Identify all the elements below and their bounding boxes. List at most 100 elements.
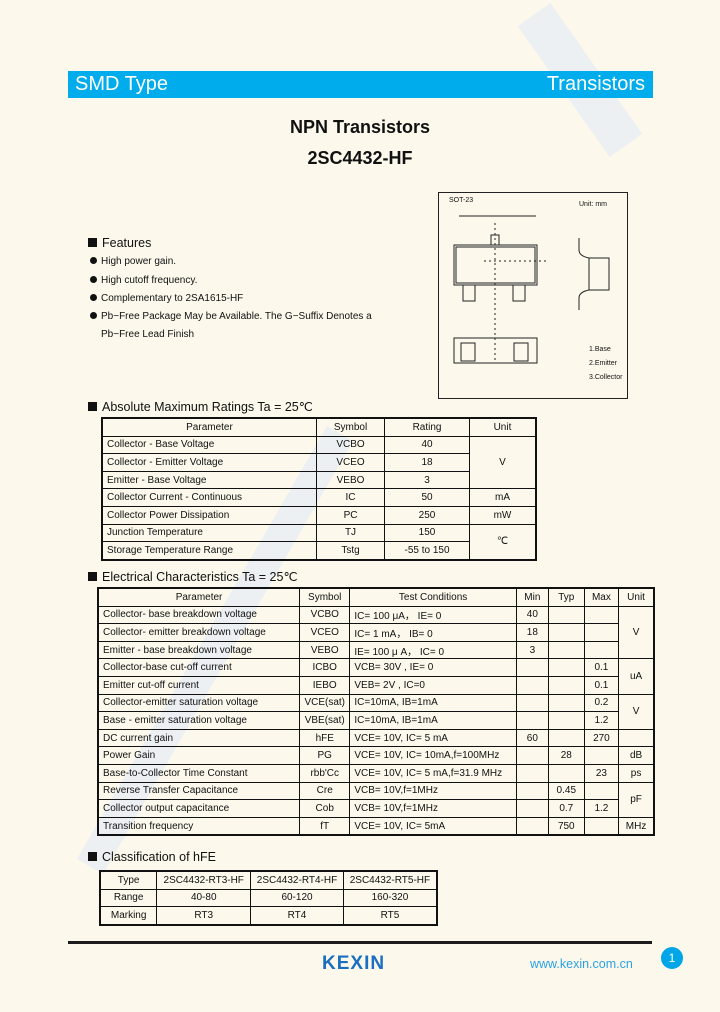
table-cell [583,623,620,642]
table-cell [515,763,549,783]
table-cell [583,781,620,801]
table-cell [547,711,585,730]
table-cell: Parameter [101,417,317,437]
table-cell [583,640,620,660]
table-cell: 150 [384,523,470,543]
table-cell: 60-120 [250,888,344,908]
table-cell: 1.2 [583,799,620,818]
table-cell: 2SC4432-RT4-HF [250,870,344,890]
table-cell: VCEO [299,623,351,642]
table-cell: 2SC4432-RT5-HF [342,870,438,890]
table-cell: RT5 [342,906,438,926]
table-cell: IEBO [299,675,351,695]
table-cell: Symbol [315,417,386,437]
table-cell: 40 [515,605,549,625]
table-cell: Base-to-Collector Time Constant [97,763,301,783]
header-banner: SMD Type Transistors [68,71,653,98]
table-cell: VBE(sat) [299,711,351,730]
elec-heading: Electrical Characteristics Ta = 25℃ [88,569,297,584]
table-cell: Emitter - base breakdown voltage [97,640,301,660]
table-cell: VEB= 2V , IC=0 [349,675,517,695]
table-cell [583,746,620,765]
table-cell: Rating [384,417,470,437]
table-cell: VEBO [315,470,386,490]
table-cell [515,746,549,765]
table-cell: 18 [515,623,549,642]
table-cell [515,781,549,801]
table-cell: 160-320 [342,888,438,908]
table-cell [515,693,549,713]
table-cell: Collector-base cut-off current [97,658,301,677]
table-cell: Parameter [97,587,301,607]
table-cell: TJ [315,523,386,543]
website-link[interactable]: www.kexin.com.cn [530,957,633,971]
table-cell: IC=10mA, IB=1mA [349,693,517,713]
table-cell: Test Conditions [349,587,517,607]
table-cell: Collector Power Dissipation [101,505,317,525]
table-cell: IE= 100 μ A， IC= 0 [349,640,517,660]
table-cell: 1.2 [583,711,620,730]
table-cell [618,728,655,748]
table-cell: Emitter cut-off current [97,675,301,695]
table-cell: Type [99,870,158,890]
pin-label: 1.Base [589,346,611,353]
table-cell: uA [618,658,655,695]
table-cell: dB [618,746,655,765]
table-cell: VCB= 30V , IE= 0 [349,658,517,677]
table-cell [547,658,585,677]
feature-item: Complementary to 2SA1615-HF [90,293,243,304]
table-cell [583,605,620,625]
table-cell [547,763,585,783]
table-cell: Junction Temperature [101,523,317,543]
footer-divider [68,941,652,944]
table-cell: 0.45 [547,781,585,801]
table-cell: MHz [618,816,655,836]
table-cell: 0.1 [583,658,620,677]
table-cell: IC= 1 mA， IB= 0 [349,623,517,642]
table-cell: 60 [515,728,549,748]
table-cell: IC=10mA, IB=1mA [349,711,517,730]
table-cell: ℃ [468,523,537,561]
table-cell: 0.1 [583,675,620,695]
table-cell: 28 [547,746,585,765]
abs-max-heading: Absolute Maximum Ratings Ta = 25℃ [88,399,313,414]
table-cell: Collector- emitter breakdown voltage [97,623,301,642]
table-cell [547,728,585,748]
page-title: NPN Transistors [289,117,431,137]
package-drawing: SOT-23 Unit: mm 1.Base 2.Emitter 3.Colle… [438,192,628,399]
table-cell [515,658,549,677]
table-cell: Reverse Transfer Capacitance [97,781,301,801]
table-cell: VCBO [315,435,386,455]
table-cell: Typ [547,587,585,607]
feature-item: High cutoff frequency. [90,275,197,286]
table-cell: Max [583,587,620,607]
package-unit: Unit: mm [579,201,607,208]
table-cell: V [618,605,655,660]
table-cell: VCEO [315,453,386,472]
table-cell: Emitter - Base Voltage [101,470,317,490]
table-cell: 40 [384,435,470,455]
table-cell: Unit [618,587,655,607]
table-cell: ICBO [299,658,351,677]
table-cell [547,693,585,713]
table-cell: Power Gain [97,746,301,765]
table-cell: VCE(sat) [299,693,351,713]
table-cell: Marking [99,906,158,926]
table-cell: VCE= 10V, IC= 5 mA [349,728,517,748]
